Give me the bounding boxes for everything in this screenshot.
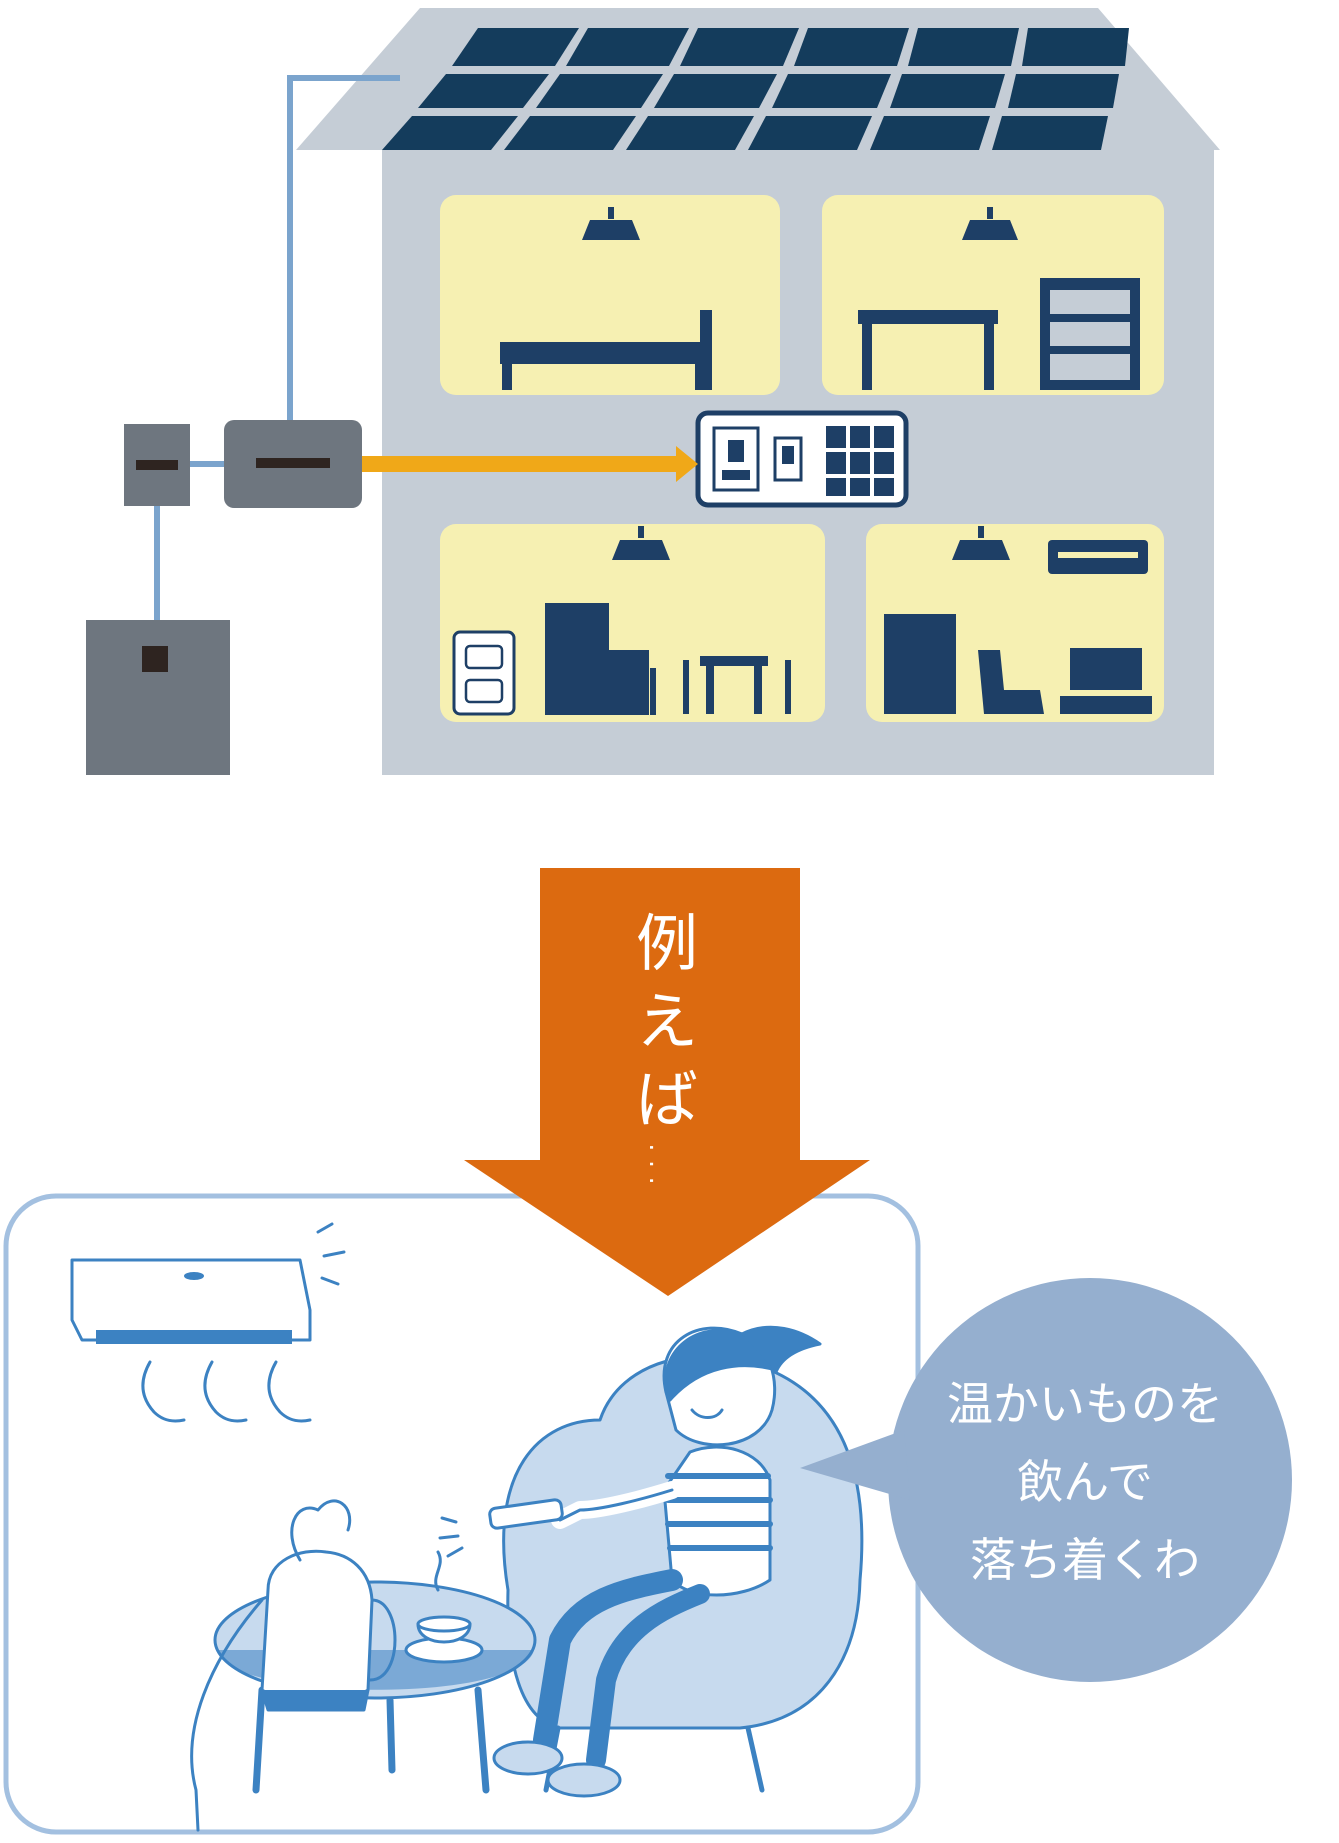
relaxing-scene bbox=[70, 1222, 864, 1832]
banner-char-3: ば bbox=[635, 1063, 698, 1136]
speech-line-2: 飲んで bbox=[1017, 1455, 1153, 1509]
external-equipment bbox=[86, 75, 698, 775]
banner-label: 例 え ば … bbox=[612, 905, 722, 1193]
room-living bbox=[440, 524, 825, 722]
distribution-board bbox=[695, 410, 909, 508]
room-bedroom bbox=[440, 195, 780, 395]
room-study bbox=[822, 195, 1164, 395]
woman bbox=[438, 1325, 822, 1798]
speech-line-1: 温かいものを bbox=[947, 1377, 1223, 1431]
wall-outlet bbox=[452, 630, 516, 716]
electric-kettle bbox=[260, 1499, 397, 1712]
speech-bubble bbox=[800, 1278, 1292, 1682]
banner-arrow bbox=[464, 868, 870, 1296]
speech-bubble-text: 温かいものを 飲んで 落ち着くわ bbox=[890, 1365, 1280, 1599]
banner-char-2: え bbox=[635, 985, 698, 1058]
solar-panel-array bbox=[382, 28, 1129, 150]
house bbox=[296, 8, 1220, 775]
banner-ellipsis: … bbox=[638, 1139, 696, 1193]
tea-cup bbox=[404, 1550, 484, 1664]
storage-battery bbox=[86, 620, 230, 775]
speech-line-3: 落ち着くわ bbox=[970, 1533, 1200, 1587]
solar-wire bbox=[287, 75, 400, 420]
room-lounge bbox=[866, 524, 1164, 722]
power-flow-arrow bbox=[362, 446, 698, 482]
banner-char-1: 例 bbox=[635, 907, 698, 980]
air-conditioner bbox=[70, 1222, 346, 1423]
